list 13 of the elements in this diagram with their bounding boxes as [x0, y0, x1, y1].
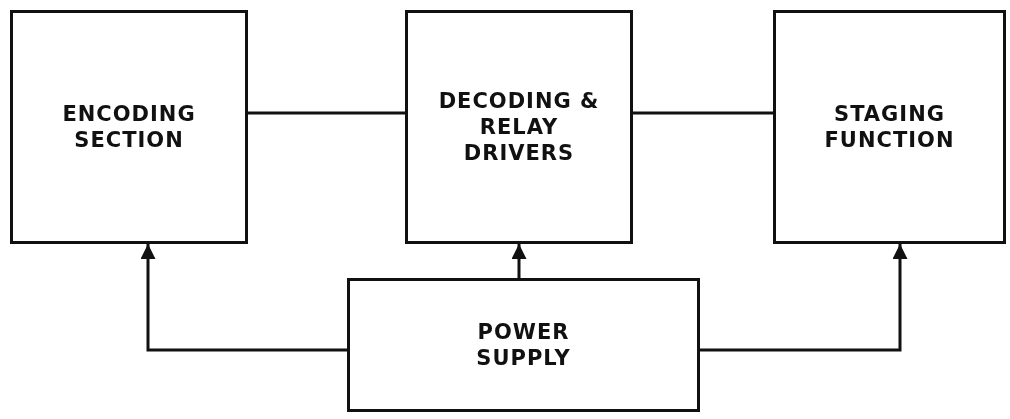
arrow — [511, 244, 527, 278]
arrow — [700, 244, 908, 352]
connector-line — [248, 111, 405, 115]
block-label: ENCODING SECTION — [61, 100, 197, 154]
block-box — [405, 10, 633, 244]
block-label: DECODING & RELAY DRIVERS — [437, 87, 601, 167]
arrow — [140, 244, 347, 352]
block-label: STAGING FUNCTION — [823, 100, 956, 154]
block-label: POWER SUPPLY — [475, 318, 572, 372]
block-box — [347, 278, 700, 412]
block-box — [10, 10, 248, 244]
block-box — [773, 10, 1006, 244]
connector-line — [633, 111, 773, 115]
